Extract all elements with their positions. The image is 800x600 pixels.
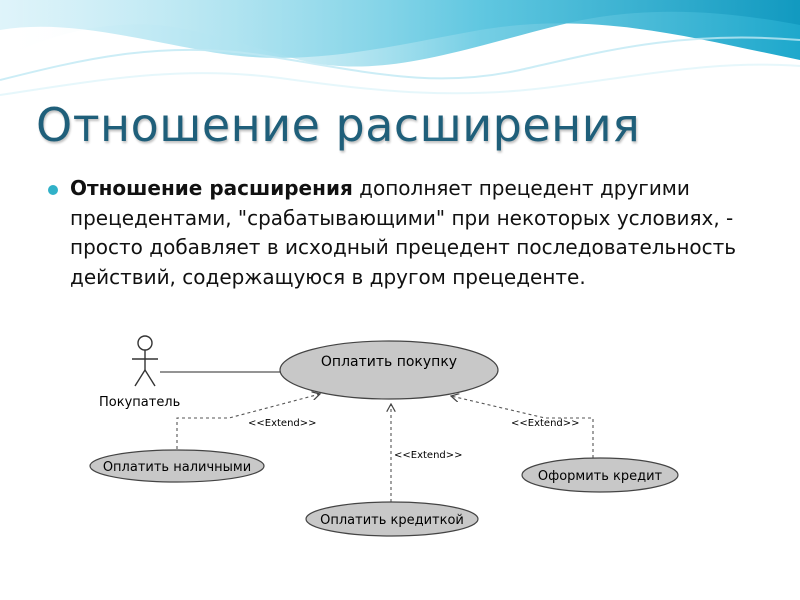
use-case-main-ellipse — [279, 340, 499, 400]
actor-label: Покупатель — [99, 395, 180, 410]
use-case-main-label: Оплатить покупку — [321, 354, 457, 370]
extend-line-cash — [176, 394, 320, 455]
use-case-diagram: Покупатель Оплатить покупку <<Extend>> <… — [89, 335, 679, 537]
use-case-credit-ellipse — [521, 457, 679, 493]
use-case-card-label: Оплатить кредиткой — [320, 513, 464, 528]
use-case-card-ellipse — [305, 501, 479, 537]
header-wave-decoration — [0, 0, 800, 96]
bullet-marker-icon — [48, 185, 58, 195]
extend-label-cash: <<Extend>> — [248, 418, 317, 429]
bullet-bold-lead: Отношение расширения — [70, 176, 353, 200]
extend-line-credit — [451, 396, 594, 458]
extend-label-card: <<Extend>> — [394, 450, 463, 461]
bullet-body: дополняет прецедент другими прецедентами… — [70, 176, 737, 289]
slide-title: Отношение расширения — [36, 98, 641, 152]
use-case-cash-ellipse — [89, 449, 265, 483]
extend-label-credit: <<Extend>> — [511, 418, 580, 429]
bullet-text: Отношение расширения дополняет прецедент… — [70, 174, 760, 292]
use-case-credit-label: Оформить кредит — [538, 469, 663, 484]
actor-figure-icon — [132, 335, 158, 387]
use-case-cash-label: Оплатить наличными — [103, 460, 251, 475]
